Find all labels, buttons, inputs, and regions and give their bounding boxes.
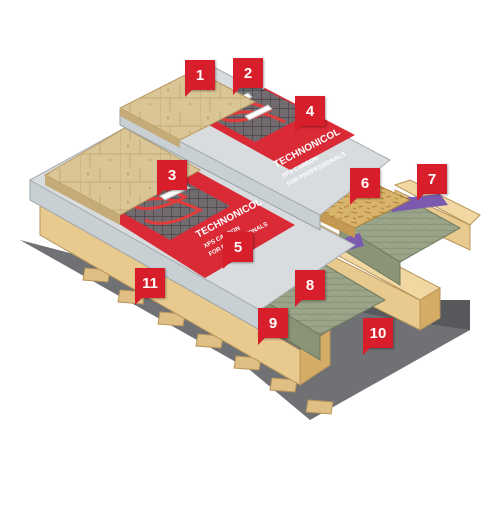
callout-marker-1: 1 xyxy=(185,60,215,97)
callout-marker-4: 4 xyxy=(295,96,325,133)
tile-finish-left-edge xyxy=(45,175,120,225)
callout-marker-2: 2 xyxy=(233,58,263,95)
right-joist-end xyxy=(419,287,441,331)
callout-marker-7: 7 xyxy=(417,164,447,201)
callout-marker-8: 8 xyxy=(295,270,325,307)
callout-marker-9: 9 xyxy=(258,308,288,345)
tile-finish-right xyxy=(118,69,257,141)
callout-marker-11: 11 xyxy=(135,268,165,305)
bottom-battens xyxy=(82,267,334,415)
callout-marker-10: 10 xyxy=(363,318,393,355)
tile-finish-right-edge xyxy=(120,108,180,148)
callout-marker-6: 6 xyxy=(350,168,380,205)
callout-marker-5: 5 xyxy=(223,232,253,269)
callout-marker-3: 3 xyxy=(157,160,187,197)
